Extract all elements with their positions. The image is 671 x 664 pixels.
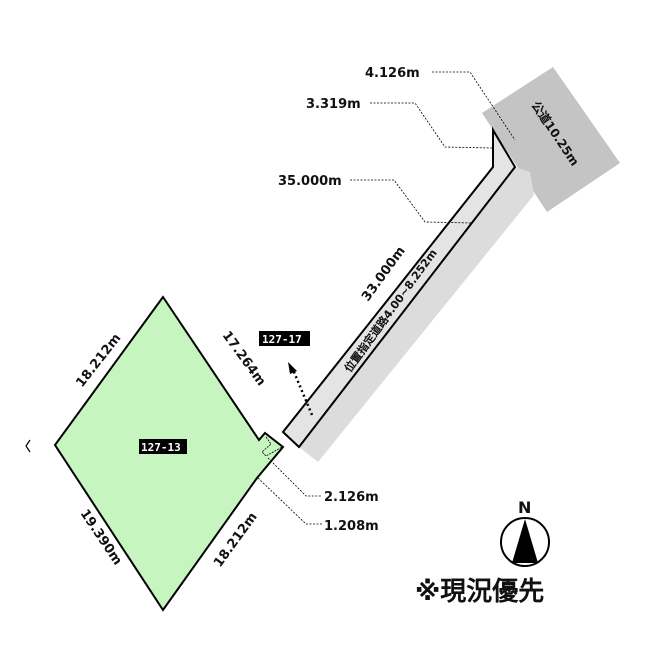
plot-tag: 127-13 — [141, 441, 181, 454]
dim-frontage-a: 2.126m — [324, 490, 379, 505]
compass-north-label: N — [518, 498, 531, 517]
current-condition-note: ※現況優先 — [415, 577, 544, 607]
plot-tag-bg — [139, 439, 187, 454]
dim-frontage-b: 1.208m — [324, 519, 379, 534]
neighbor-tag: 127-17 — [262, 333, 302, 346]
public-road — [482, 67, 620, 212]
north-compass-icon — [500, 517, 550, 567]
edge-mark — [25, 439, 31, 453]
dim-road-end-a: 3.319m — [306, 97, 361, 112]
leader-1208 — [257, 477, 322, 525]
dim-road-end-b: 4.126m — [365, 66, 420, 81]
private-road — [281, 126, 517, 449]
leader-35000 — [350, 179, 473, 224]
road-shadow — [299, 167, 534, 462]
leader-3319 — [370, 102, 493, 149]
frontage-dash-2 — [262, 454, 278, 471]
leader-4126 — [432, 71, 516, 141]
dim-road-total: 35.000m — [278, 174, 342, 189]
neighbor-tag-bg — [259, 331, 310, 346]
leader-2126 — [267, 457, 322, 497]
arrowhead-icon — [288, 362, 297, 374]
